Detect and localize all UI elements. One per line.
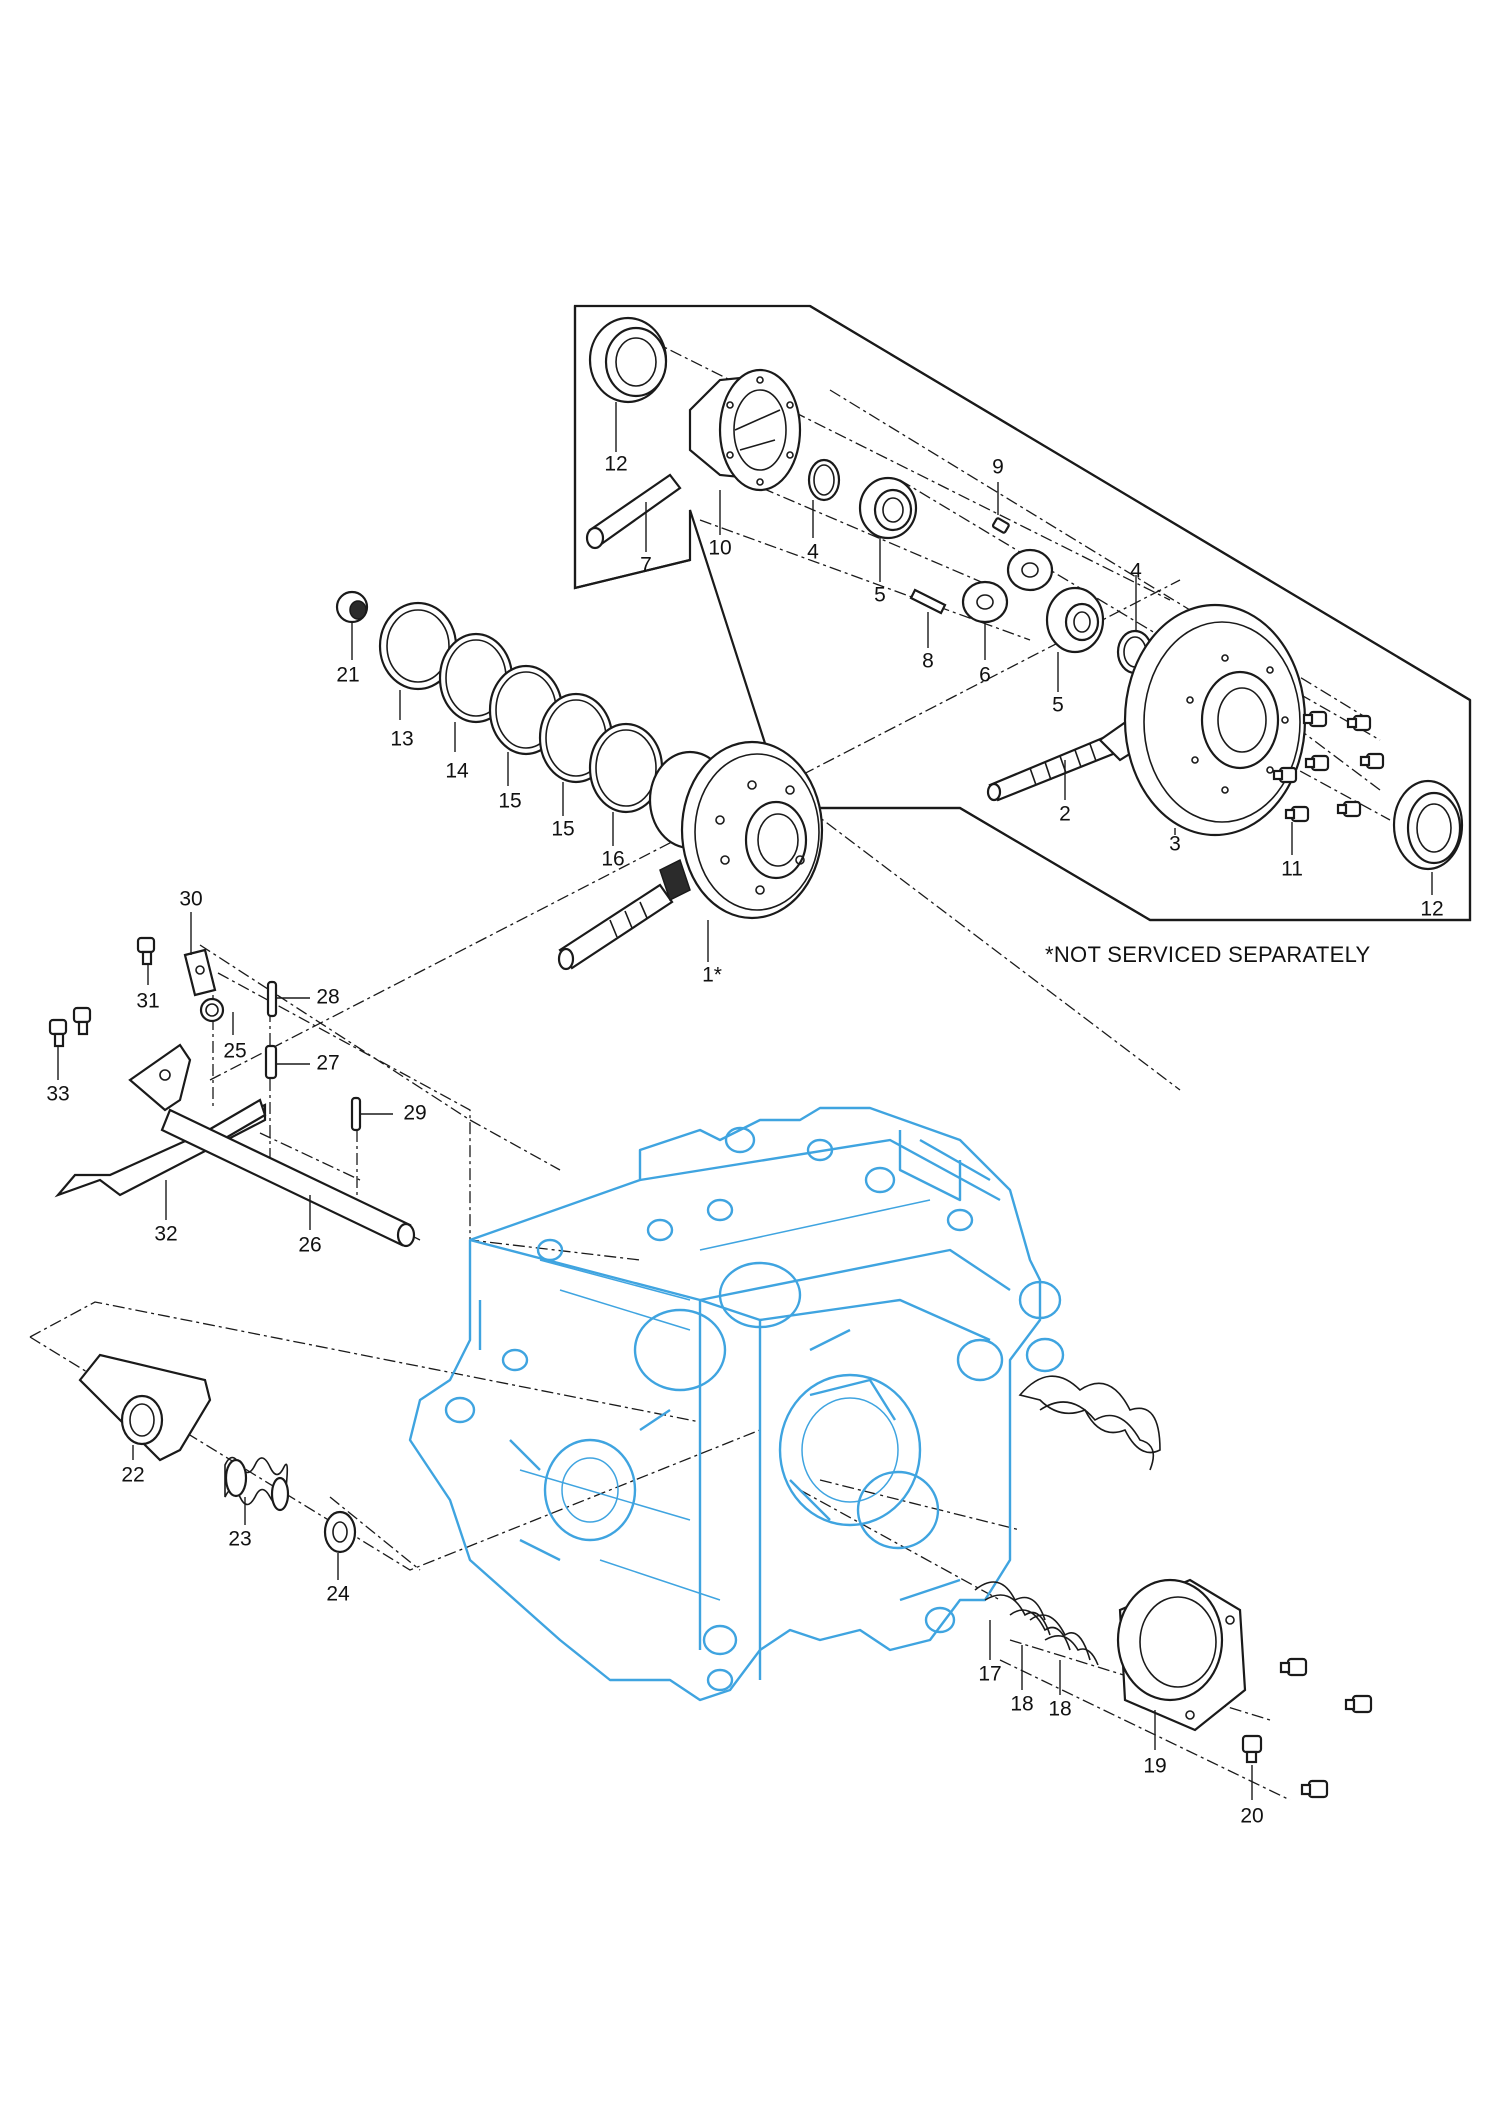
part-8-pin <box>909 588 947 615</box>
callout-13: 13 <box>390 728 413 751</box>
part-5-side-gear-upper <box>858 476 918 540</box>
callout-10: 10 <box>708 537 731 560</box>
part-18-shim-upper <box>1018 1375 1161 1471</box>
leader-lines <box>57 402 1433 1800</box>
part-20-bolts <box>1241 1657 1373 1799</box>
callout-5-upper: 5 <box>874 584 886 607</box>
callout-7: 7 <box>640 554 652 577</box>
callout-19: 19 <box>1143 1755 1166 1778</box>
part-6-pinion-gear <box>961 548 1054 624</box>
part-31-bolt <box>136 936 156 966</box>
part-33-bolts <box>48 1006 92 1048</box>
part-21-plug <box>335 590 369 624</box>
callout-11: 11 <box>1281 858 1303 881</box>
part-10-differential-case <box>688 368 802 492</box>
part-22-shift-fork <box>78 1353 212 1462</box>
part-28-pin <box>266 980 278 1018</box>
part-5-side-gear-lower <box>1045 586 1105 654</box>
callout-2: 2 <box>1059 803 1071 826</box>
callout-1: 1* <box>702 964 722 987</box>
transmission-housing <box>408 1106 1065 1702</box>
callout-15-a: 15 <box>498 790 521 813</box>
part-1-differential-assembly <box>557 740 824 971</box>
part-30-bracket <box>183 948 217 997</box>
part-17-shim <box>974 1581 1051 1636</box>
callout-24: 24 <box>326 1583 350 1606</box>
callout-3: 3 <box>1169 833 1181 856</box>
part-19-bearing-retainer <box>1116 1578 1247 1732</box>
callout-8: 8 <box>922 650 934 673</box>
part-9-pin <box>991 517 1010 534</box>
callout-22: 22 <box>121 1464 144 1487</box>
callout-18-b: 18 <box>1048 1698 1071 1721</box>
part-4-thrust-washer-upper <box>807 458 841 502</box>
callout-16: 16 <box>601 848 624 871</box>
part-12-seal-upper <box>588 316 668 404</box>
part-7-cross-shaft <box>585 473 682 550</box>
part-29-pin <box>350 1096 362 1132</box>
callout-32: 32 <box>154 1223 177 1246</box>
callout-6: 6 <box>979 664 991 687</box>
not-serviced-note: *NOT SERVICED SEPARATELY <box>1045 942 1371 967</box>
callout-30: 30 <box>179 888 202 911</box>
callout-28: 28 <box>316 986 339 1009</box>
part-26-shift-shaft <box>160 1108 416 1248</box>
callout-23: 23 <box>228 1528 251 1551</box>
callout-17: 17 <box>978 1663 1001 1686</box>
callout-15-b: 15 <box>551 818 574 841</box>
part-27-pin <box>264 1044 278 1080</box>
part-24-washer <box>323 1510 357 1554</box>
callout-20: 20 <box>1240 1805 1263 1828</box>
part-11-ring-gear-bolts <box>1272 710 1385 823</box>
callout-33: 33 <box>46 1083 69 1106</box>
callout-12-upper: 12 <box>604 453 627 476</box>
part-23-spring <box>224 1456 290 1512</box>
callout-26: 26 <box>298 1234 321 1257</box>
callout-27: 27 <box>316 1052 339 1075</box>
part-18-shims-lower <box>1009 1609 1099 1666</box>
callout-25: 25 <box>223 1040 246 1063</box>
callout-18-a: 18 <box>1010 1693 1033 1716</box>
part-25-o-ring <box>199 997 225 1023</box>
callout-12-lower: 12 <box>1420 898 1443 921</box>
part-3-ring-gear <box>1123 603 1307 837</box>
callout-labels: 12 7 10 4 5 9 8 6 5 4 2 3 11 12 21 13 14… <box>46 453 1443 1828</box>
callout-14: 14 <box>445 760 469 783</box>
callout-4-lower: 4 <box>1130 560 1142 583</box>
callout-9: 9 <box>992 456 1004 479</box>
callout-21: 21 <box>336 664 359 687</box>
part-12-seal-lower <box>1392 779 1464 871</box>
callout-5-lower: 5 <box>1052 694 1064 717</box>
callout-29: 29 <box>403 1102 426 1125</box>
callout-4-upper: 4 <box>807 541 819 564</box>
callout-31: 31 <box>136 990 159 1013</box>
